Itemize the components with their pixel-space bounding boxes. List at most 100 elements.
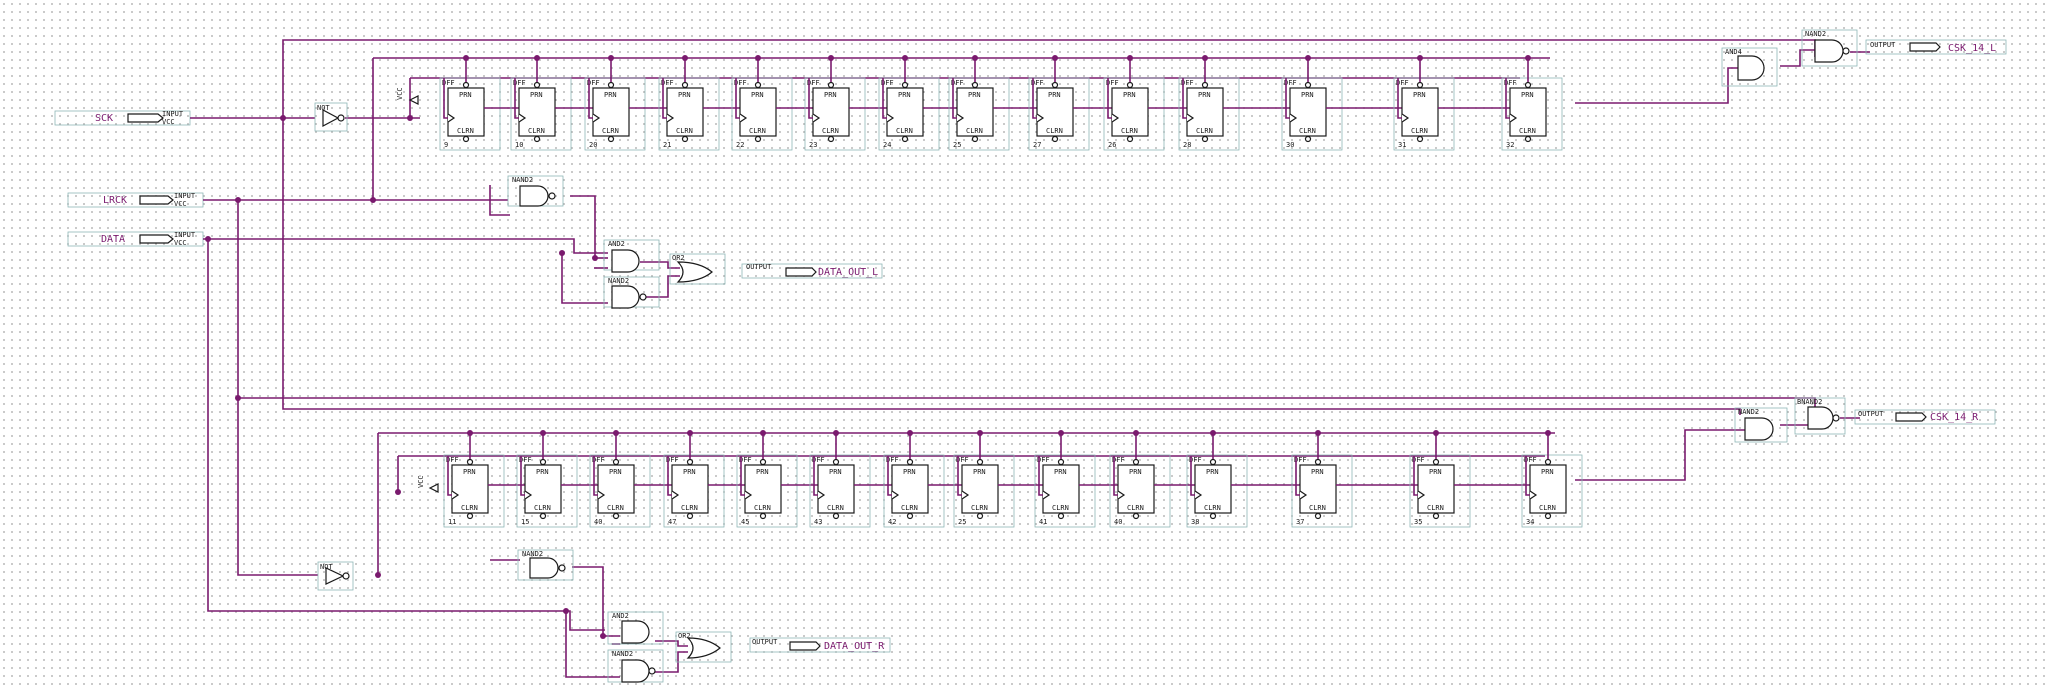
output-pin-data-out-r[interactable]: OUTPUT DATA_OUT_R (749, 637, 891, 653)
input-pin-data[interactable]: DATA INPUT VCC (67, 231, 204, 247)
dff-prn-label: PRN (824, 91, 837, 99)
bnand-gate-csk-right[interactable]: BNAND2 (1794, 397, 1846, 435)
dff-type-label: DFF (886, 456, 899, 464)
nand-gate-right[interactable]: NAND2 (607, 649, 664, 683)
nand-gate-csk-right[interactable]: NAND2 (1734, 407, 1788, 443)
svg-text:NAND2: NAND2 (1738, 408, 1759, 416)
dff-prn-label: PRN (678, 91, 691, 99)
dff-instance-id: 30 (1286, 141, 1294, 149)
dff-instance-id: 24 (883, 141, 891, 149)
dff-type-label: DFF (592, 456, 605, 464)
and-gate-right[interactable]: AND2 (607, 611, 664, 645)
dff-prn-label: PRN (898, 91, 911, 99)
dff-clrn-label: CLRN (534, 504, 551, 512)
output-pin-csk-14-r-label: CSK_14_R (1930, 412, 1979, 423)
dff-prn-label: PRN (1301, 91, 1314, 99)
svg-text:OUTPUT: OUTPUT (1858, 410, 1884, 418)
dff-prn-label: PRN (751, 91, 764, 99)
svg-text:INPUT: INPUT (174, 231, 196, 239)
dff-prn-label: PRN (536, 468, 549, 476)
dff-prn-label: PRN (968, 91, 981, 99)
dff-clrn-label: CLRN (1519, 127, 1536, 135)
input-pin-sck[interactable]: SCK INPUT VCC (54, 110, 191, 126)
dff-prn-label: PRN (1521, 91, 1534, 99)
output-pin-data-out-l[interactable]: OUTPUT DATA_OUT_L (741, 263, 883, 279)
dff-instance-id: 32 (1506, 141, 1514, 149)
svg-text:VCC: VCC (174, 200, 187, 208)
not-gate-bottom[interactable]: NOT (317, 561, 354, 591)
dff-clrn-label: CLRN (1299, 127, 1316, 135)
nand-gate-csk-left[interactable]: NAND2 (1801, 29, 1858, 67)
dff-prn-label: PRN (1048, 91, 1061, 99)
dff-prn-label: PRN (1429, 468, 1442, 476)
nand-gate-left[interactable]: NAND2 (603, 276, 660, 309)
dff-clrn-label: CLRN (1196, 127, 1213, 135)
and-gate-left[interactable]: AND2 (603, 239, 660, 273)
and4-gate-csk-left[interactable]: AND4 (1721, 47, 1778, 87)
dff-type-label: DFF (1189, 456, 1202, 464)
svg-text:NAND2: NAND2 (612, 650, 633, 658)
dff-clrn-label: CLRN (1539, 504, 1556, 512)
input-pin-lrck[interactable]: LRCK INPUT VCC (67, 192, 204, 208)
nand-gate-right-control[interactable]: NAND2 (517, 549, 574, 581)
output-pin-csk-14-r[interactable]: OUTPUT CSK_14_R (1854, 409, 1996, 425)
svg-text:AND2: AND2 (612, 612, 629, 620)
dff-instance-id: 25 (958, 518, 966, 526)
dff-type-label: DFF (1181, 79, 1194, 87)
output-pin-csk-14-l[interactable]: OUTPUT CSK_14_L (1865, 39, 2007, 55)
svg-text:OR2: OR2 (672, 254, 685, 262)
nand-gate-left-control[interactable]: NAND2 (507, 175, 564, 207)
dff-instance-id: 41 (1039, 518, 1047, 526)
dff-prn-label: PRN (609, 468, 622, 476)
dff-prn-label: PRN (829, 468, 842, 476)
or-gate-left[interactable]: OR2 (669, 253, 726, 285)
dff-instance-id: 43 (814, 518, 822, 526)
dff-type-label: DFF (442, 79, 455, 87)
dff-instance-id: 31 (1398, 141, 1406, 149)
or-gate-right[interactable]: OR2 (675, 631, 732, 663)
dff-prn-label: PRN (604, 91, 617, 99)
dff-instance-id: 26 (1108, 141, 1116, 149)
dff-clrn-label: CLRN (457, 127, 474, 135)
svg-text:NAND2: NAND2 (1805, 30, 1826, 38)
dff-clrn-label: CLRN (971, 504, 988, 512)
output-pin-data-out-r-label: DATA_OUT_R (824, 641, 885, 652)
svg-text:VCC: VCC (417, 475, 425, 488)
svg-text:OUTPUT: OUTPUT (752, 638, 778, 646)
input-pin-lrck-label: LRCK (103, 195, 127, 206)
not-gate-top[interactable]: NOT (314, 102, 348, 132)
svg-text:NOT: NOT (320, 563, 333, 571)
dff-instance-id: 20 (589, 141, 597, 149)
dff-clrn-label: CLRN (607, 504, 624, 512)
dff-type-label: DFF (734, 79, 747, 87)
vcc-marker-bottom: VCC (417, 475, 439, 493)
